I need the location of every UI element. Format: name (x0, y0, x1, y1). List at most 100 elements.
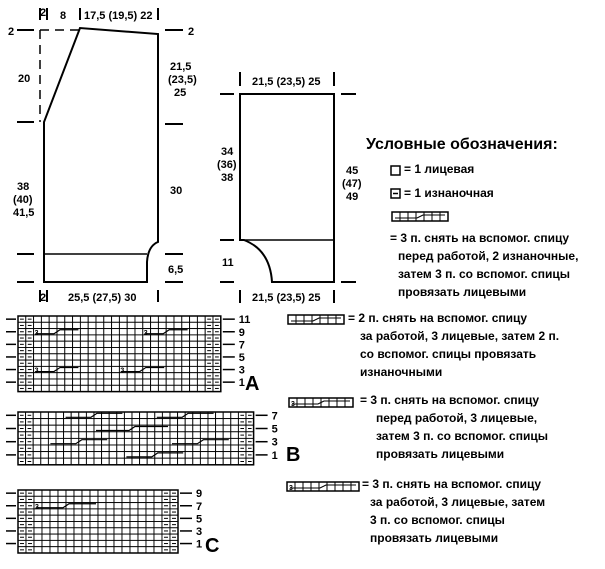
grid-cell (55, 444, 65, 453)
grid-cell (196, 321, 206, 330)
grid-cell (65, 521, 75, 529)
grid-cell (33, 521, 43, 529)
grid-cell (95, 321, 105, 330)
grid-cell (65, 533, 75, 541)
grid-cell (95, 365, 105, 374)
grid-cell (177, 431, 186, 439)
legend-knit-text: = 1 лицевая (404, 162, 475, 176)
chart-a-row-label: 11 (239, 314, 251, 326)
grid-cell (103, 340, 113, 348)
grid-cell (199, 431, 209, 439)
grid-cell (123, 437, 133, 446)
grid-cell (126, 384, 136, 393)
grid-cell (105, 514, 115, 522)
grid-cell (65, 514, 75, 522)
grid-cell (49, 533, 59, 541)
grid-cell (113, 521, 123, 529)
grid-cell (33, 539, 43, 548)
grid-cell (33, 378, 42, 386)
grid-cell (181, 353, 191, 361)
grid-cell (142, 315, 152, 323)
grid-cell (142, 340, 152, 348)
cable-mark (35, 366, 79, 373)
grid-cell (73, 508, 83, 516)
legend-cell (303, 314, 313, 325)
grid-cell (33, 527, 43, 535)
grid-cell (111, 353, 120, 361)
grid-cell (118, 334, 128, 342)
legend-cell (304, 397, 314, 408)
grid-cell (137, 495, 147, 504)
grid-cell (173, 347, 183, 355)
grid-cell (145, 539, 155, 548)
grid-cell (63, 418, 72, 426)
grid-cell (70, 457, 80, 466)
grid-cell (184, 444, 194, 453)
back-piece-outline (43, 26, 159, 283)
cable-mark (156, 412, 214, 418)
grid-cell (142, 359, 152, 367)
grid-cell (189, 372, 198, 380)
grid-cell (113, 546, 123, 554)
legend-cell (302, 481, 312, 492)
grid-cell (150, 315, 159, 323)
grid-cell (49, 527, 59, 535)
grid-cell (150, 340, 159, 348)
grid-cell (189, 340, 198, 348)
grid-cell (111, 384, 120, 393)
grid-cell (41, 521, 51, 529)
grid-cell (63, 457, 72, 466)
legend-sym1-line3: затем 3 п. со вспомог. спицы (398, 267, 570, 281)
cable-label: 3 (35, 504, 39, 511)
chart-c-row-label: 9 (196, 488, 202, 500)
grid-cell (153, 546, 163, 554)
grid-cell (207, 457, 217, 466)
back-dim-8: 8 (60, 10, 66, 22)
legend-cable-label: 3 (291, 401, 295, 408)
chart-c-row-label: 7 (196, 501, 202, 513)
grid-cell (126, 328, 136, 336)
grid-cell (169, 431, 179, 439)
grid-cell (121, 495, 131, 504)
grid-cell (118, 315, 128, 323)
grid-cell (207, 424, 217, 433)
grid-cell (40, 431, 49, 439)
grid-cell (165, 334, 175, 342)
chart-b-row-label: 7 (272, 410, 278, 422)
grid-cell (165, 365, 175, 374)
legend-cell (407, 211, 417, 222)
grid-cell (103, 334, 113, 342)
grid-cell (79, 334, 89, 342)
grid-cell (134, 353, 144, 361)
grid-cell (40, 384, 50, 393)
grid-cell (154, 418, 163, 426)
grid-cell (95, 340, 105, 348)
grid-cell (79, 359, 89, 367)
grid-cell (97, 502, 107, 510)
grid-cell (129, 514, 139, 522)
grid-cell (40, 340, 50, 348)
grid-cell (169, 418, 179, 426)
grid-cell (118, 353, 128, 361)
grid-cell (65, 527, 75, 535)
grid-cell (189, 328, 198, 336)
grid-cell (184, 431, 194, 439)
chart-c-row-label: 5 (196, 513, 202, 525)
grid-cell (157, 334, 167, 342)
grid-cell (215, 451, 224, 459)
grid-cell (32, 457, 42, 466)
grid-cell (47, 451, 57, 459)
grid-cell (199, 444, 209, 453)
grid-cell (181, 365, 191, 374)
grid-cell (181, 359, 191, 367)
grid-cell (47, 411, 57, 420)
grid-cell (153, 508, 163, 516)
legend-sym3-line1: = 3 п. снять на вспомог. спицу (360, 393, 540, 407)
grid-cell (150, 378, 159, 386)
grid-cell (79, 384, 89, 393)
grid-cell (103, 353, 113, 361)
grid-cell (89, 533, 99, 541)
grid-cell (199, 451, 209, 459)
grid-cell (126, 378, 136, 386)
legend-cell (335, 314, 345, 325)
